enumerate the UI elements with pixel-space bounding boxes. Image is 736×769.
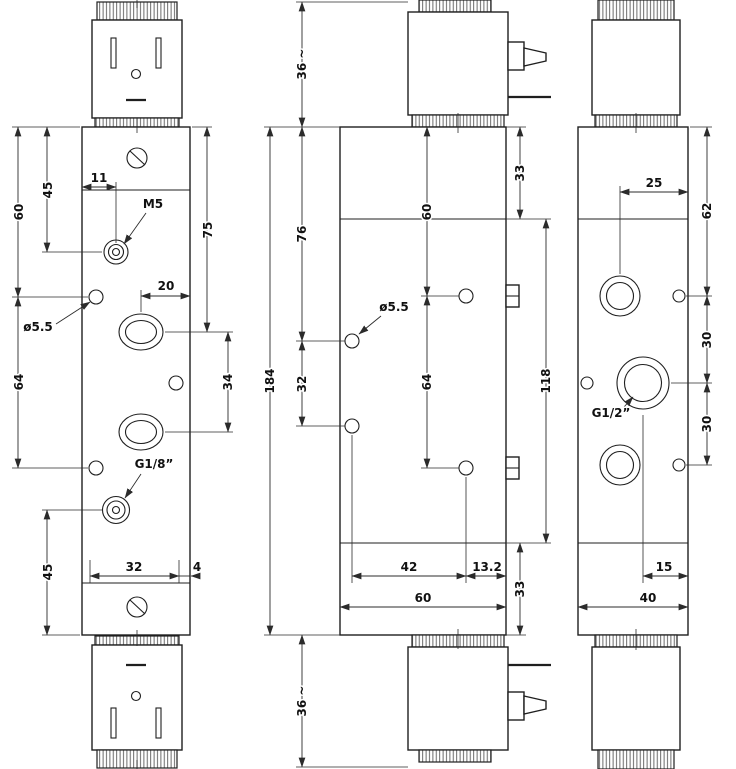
valve-body xyxy=(577,126,689,636)
knurled-cap xyxy=(597,0,675,21)
dim-label-33-top: 33 xyxy=(513,165,527,182)
knurled-cap xyxy=(418,0,492,13)
back-valve-body xyxy=(577,126,689,636)
front-view: 60 45 11 M5 75 20 ø5.5 64 34 G1/8” 45 32… xyxy=(11,0,237,769)
dim-label-32: 32 xyxy=(295,376,309,393)
hole-5-5-bottom xyxy=(88,460,104,476)
dim-label-11: 11 xyxy=(91,171,108,185)
side-solenoid-top xyxy=(407,0,551,128)
back-dimensions: 25 62 30 30 G1/2” 15 40 xyxy=(577,126,716,611)
solenoid-body xyxy=(591,646,681,751)
dim-label-30-lower: 30 xyxy=(700,416,714,433)
label-g12: G1/2” xyxy=(592,406,631,420)
din-connector-bottom xyxy=(507,663,551,721)
screw-top xyxy=(126,147,148,169)
connector-screw xyxy=(130,690,142,702)
dia55-leader xyxy=(358,315,382,335)
side-dimensions: 36 ~ 76 32 184 36 ~ 60 64 33 118 33 ø5.5… xyxy=(262,1,555,768)
solenoid-body xyxy=(407,11,509,116)
hole-mid xyxy=(580,376,594,390)
m5-leader xyxy=(123,212,147,245)
dim-label-45-top: 45 xyxy=(41,182,55,199)
dim-label-13-2: 13.2 xyxy=(472,560,502,574)
dim-label-45-bottom: 45 xyxy=(41,564,55,581)
dia55-leader xyxy=(55,301,91,325)
solenoid-body xyxy=(407,646,509,751)
label-g18: G1/8” xyxy=(135,457,174,471)
dim-label-25: 25 xyxy=(646,176,663,190)
port-bottom xyxy=(599,444,641,486)
g18-leader xyxy=(124,473,142,499)
g12-leader xyxy=(623,396,634,408)
valve-body xyxy=(339,126,507,636)
dim-label-4: 4 xyxy=(193,560,201,574)
solenoid-body xyxy=(91,644,183,751)
front-dimensions: 60 45 11 M5 75 20 ø5.5 64 34 G1/8” 45 32… xyxy=(11,126,237,636)
label-dia55-front: ø5.5 xyxy=(23,320,53,334)
dim-label-184: 184 xyxy=(263,368,277,393)
dim-label-60: 60 xyxy=(420,204,434,221)
connector-pin-slot xyxy=(155,37,162,69)
label-dia55-side: ø5.5 xyxy=(379,300,409,314)
knurled-cap xyxy=(418,749,492,763)
front-solenoid-bottom xyxy=(91,635,183,769)
back-solenoid-top xyxy=(591,0,681,128)
dim-label-33-bottom: 33 xyxy=(513,581,527,598)
back-view: 25 62 30 30 G1/2” 15 40 xyxy=(577,0,716,769)
port-2 xyxy=(118,413,164,451)
side-valve-body xyxy=(339,126,520,636)
connector-pin-slot xyxy=(155,707,162,739)
connector-screw xyxy=(130,68,142,80)
dim-label-36-top: 36 ~ xyxy=(295,49,309,80)
port-g18 xyxy=(101,495,131,525)
din-connector-top xyxy=(507,41,551,99)
connector-pin-slot xyxy=(110,707,117,739)
dim-label-36-bottom: 36 ~ xyxy=(295,686,309,717)
port-1 xyxy=(118,313,164,351)
knurled-cap xyxy=(597,749,675,769)
side-tab-top xyxy=(505,284,520,308)
spade-terminal xyxy=(523,47,547,67)
hole-bottom xyxy=(672,458,686,472)
dim-label-60: 60 xyxy=(12,204,26,221)
front-solenoid-top xyxy=(91,1,183,128)
back-solenoid-bottom xyxy=(591,634,681,769)
dim-label-40: 40 xyxy=(640,591,657,605)
hole-5-5-top xyxy=(88,289,104,305)
dim-label-34: 34 xyxy=(221,374,235,391)
spade-terminal xyxy=(523,695,547,715)
connector-pin-slot xyxy=(110,37,117,69)
label-m5: M5 xyxy=(143,197,163,211)
port-g12 xyxy=(616,356,670,410)
dim-label-76: 76 xyxy=(295,226,309,243)
dim-label-62: 62 xyxy=(700,203,714,220)
valve-body xyxy=(81,126,191,636)
extension-lines xyxy=(619,126,712,583)
dim-label-60-bottom: 60 xyxy=(415,591,432,605)
side-solenoid-bottom xyxy=(407,634,551,763)
front-valve-body xyxy=(81,126,191,636)
dim-label-32: 32 xyxy=(126,560,143,574)
dim-label-118: 118 xyxy=(539,368,553,393)
dim-label-42: 42 xyxy=(401,560,418,574)
solenoid-body xyxy=(591,19,681,116)
dim-label-64: 64 xyxy=(420,374,434,391)
screw-bottom xyxy=(126,596,148,618)
hole-top xyxy=(672,289,686,303)
dim-label-75: 75 xyxy=(201,222,215,239)
solenoid-body xyxy=(91,19,183,119)
hole-5-5-mid xyxy=(168,375,184,391)
dim-label-30-upper: 30 xyxy=(700,332,714,349)
side-tab-bottom xyxy=(505,456,520,480)
dim-label-15: 15 xyxy=(656,560,673,574)
dim-label-64: 64 xyxy=(12,374,26,391)
port-top xyxy=(599,275,641,317)
side-view: 36 ~ 76 32 184 36 ~ 60 64 33 118 33 ø5.5… xyxy=(262,0,555,768)
dim-label-20: 20 xyxy=(158,279,175,293)
